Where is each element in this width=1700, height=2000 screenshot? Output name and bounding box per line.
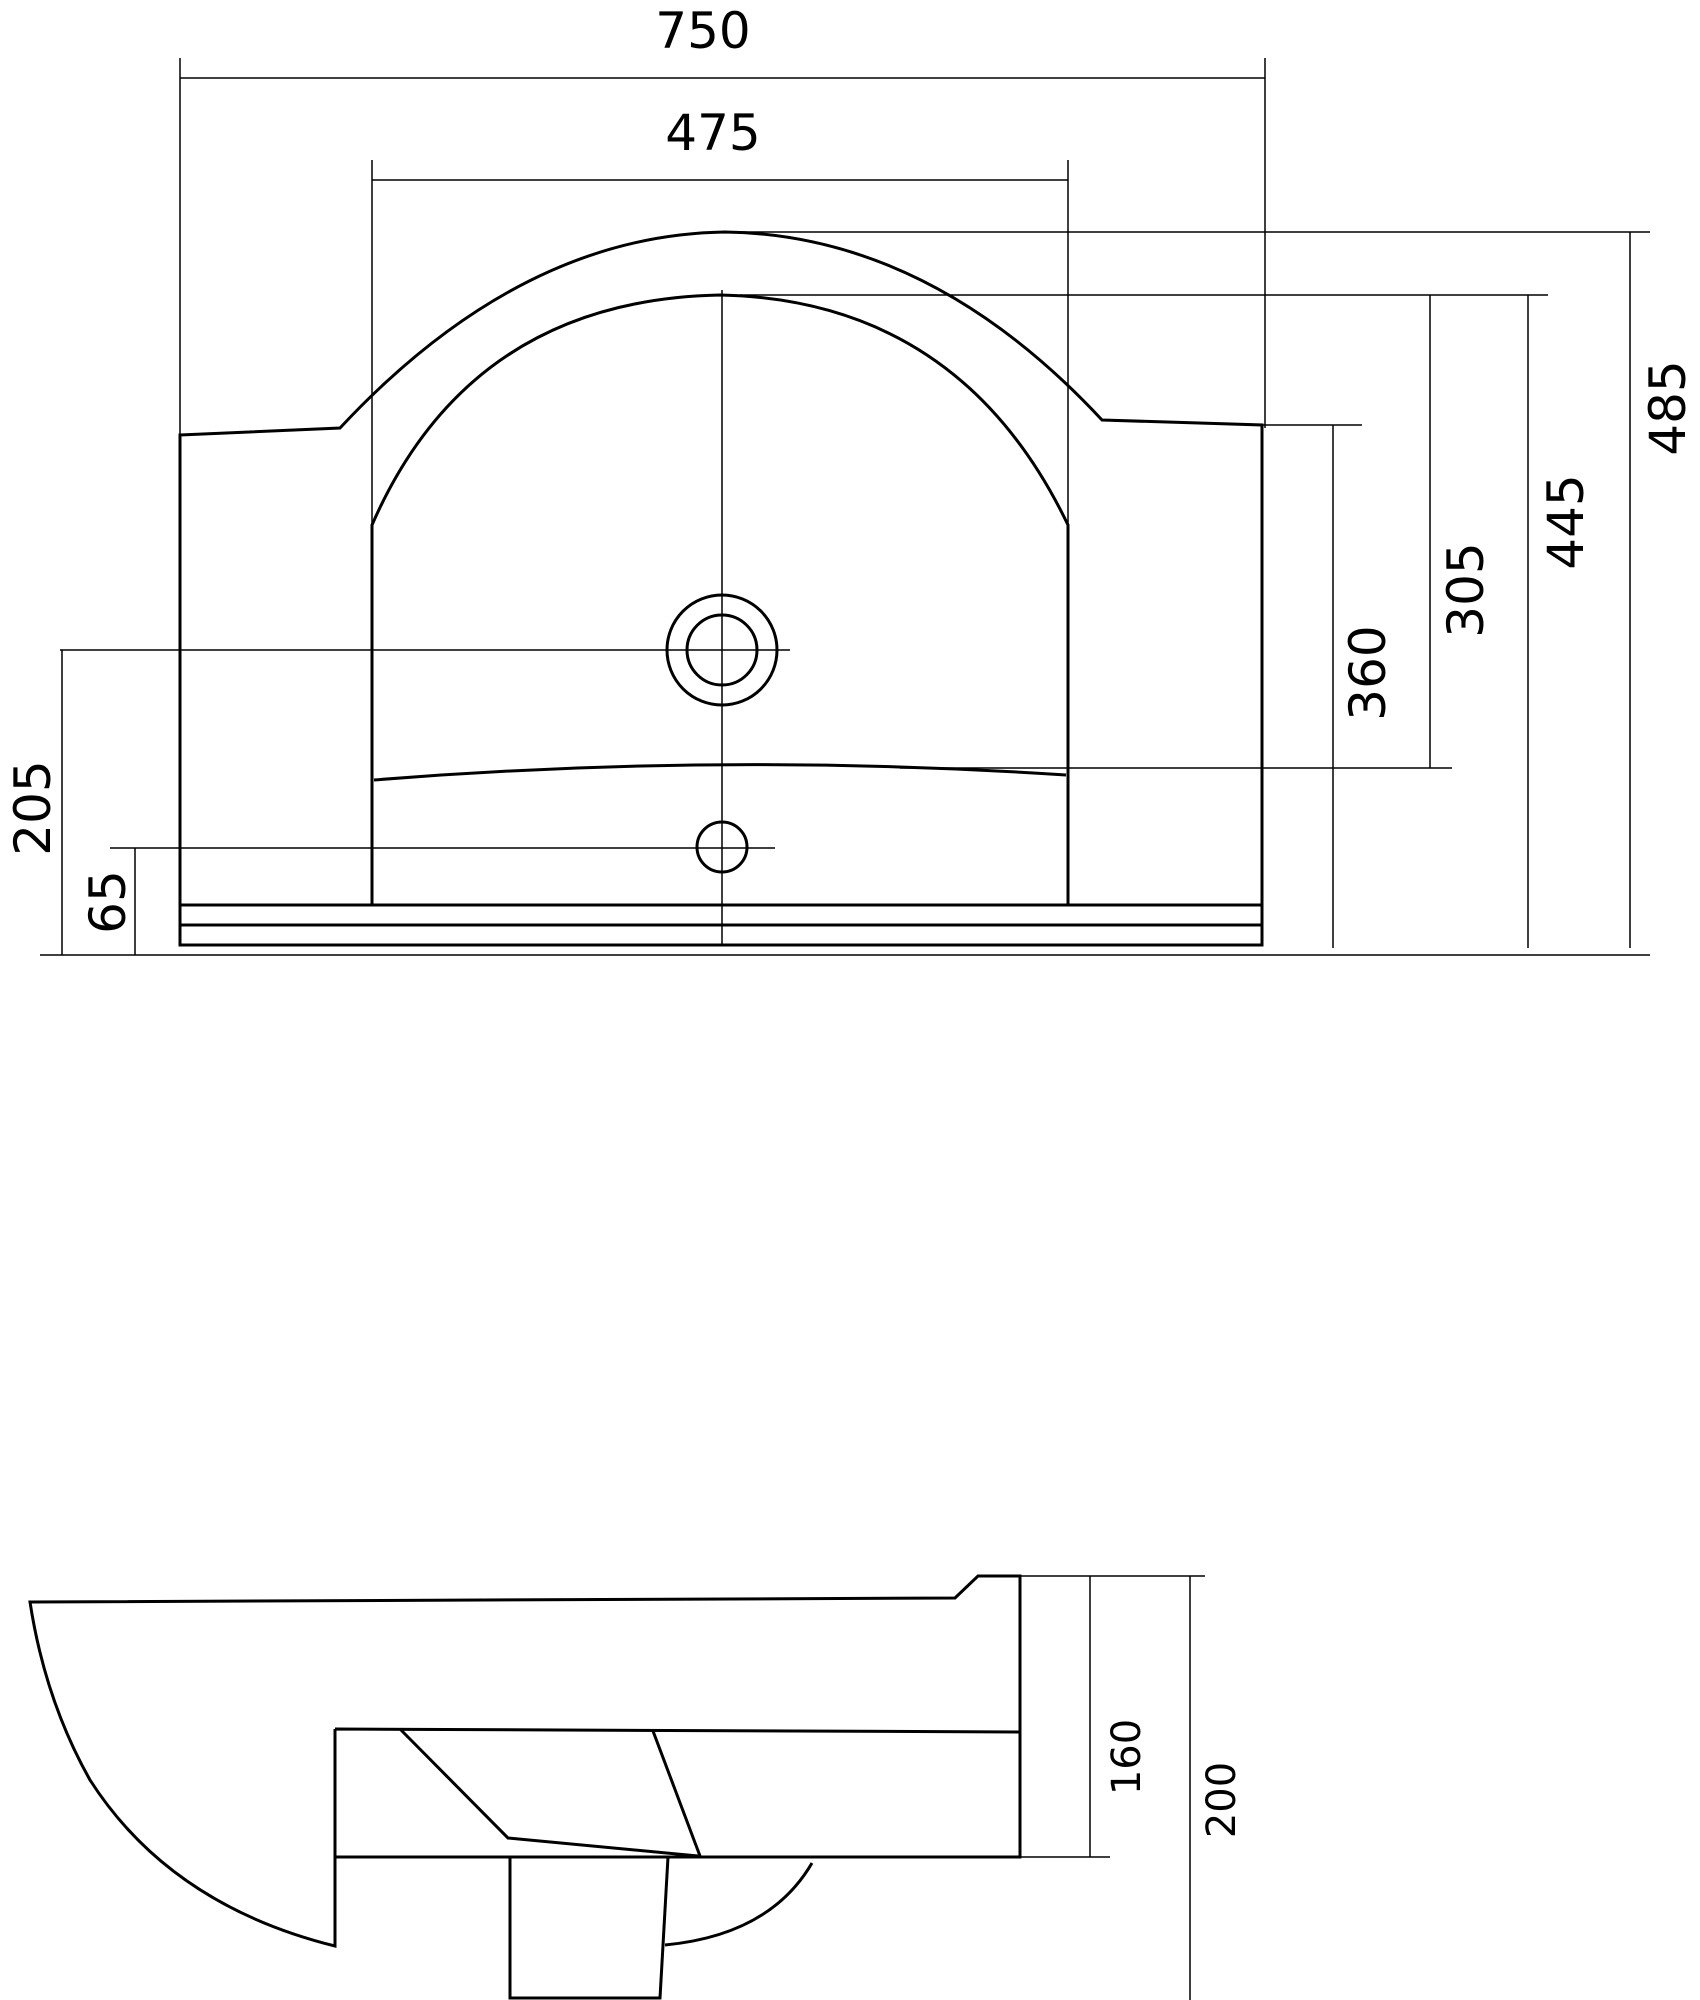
side-internal-diagonal-right [651, 1730, 702, 1857]
basin-outer-outline [178, 230, 1264, 947]
dim-inner-height: 160 [1104, 1719, 1150, 1795]
dim-drain-from-front: 205 [4, 760, 62, 855]
side-dimension-lines [1020, 1575, 1205, 2000]
side-drain-trap [508, 1856, 670, 2000]
dim-bowl-depth: 445 [1537, 474, 1595, 569]
side-view: 160 200 [28, 1574, 1245, 2000]
dim-overall-depth: 485 [1639, 360, 1697, 455]
side-inner-block [333, 1727, 1021, 1857]
plan-view: 750 475 485 445 305 360 205 65 [4, 2, 1697, 956]
side-drain-curve [664, 1862, 814, 1947]
dim-drain-offset: 305 [1437, 542, 1495, 637]
bowl-inner-outline [370, 293, 1070, 905]
dim-bowl-width: 475 [665, 104, 760, 162]
side-internal-diagonal-left [398, 1727, 699, 1858]
side-body-outline [28, 1574, 1022, 1948]
plan-dimension-lines [40, 58, 1650, 956]
dim-overall-width: 750 [655, 2, 750, 60]
bowl-front-curve [373, 763, 1067, 782]
overflow-hole [695, 820, 749, 874]
dim-overflow-from-front: 65 [79, 870, 137, 934]
dim-overall-height: 200 [1199, 1762, 1245, 1838]
dim-side-depth: 360 [1339, 625, 1397, 720]
